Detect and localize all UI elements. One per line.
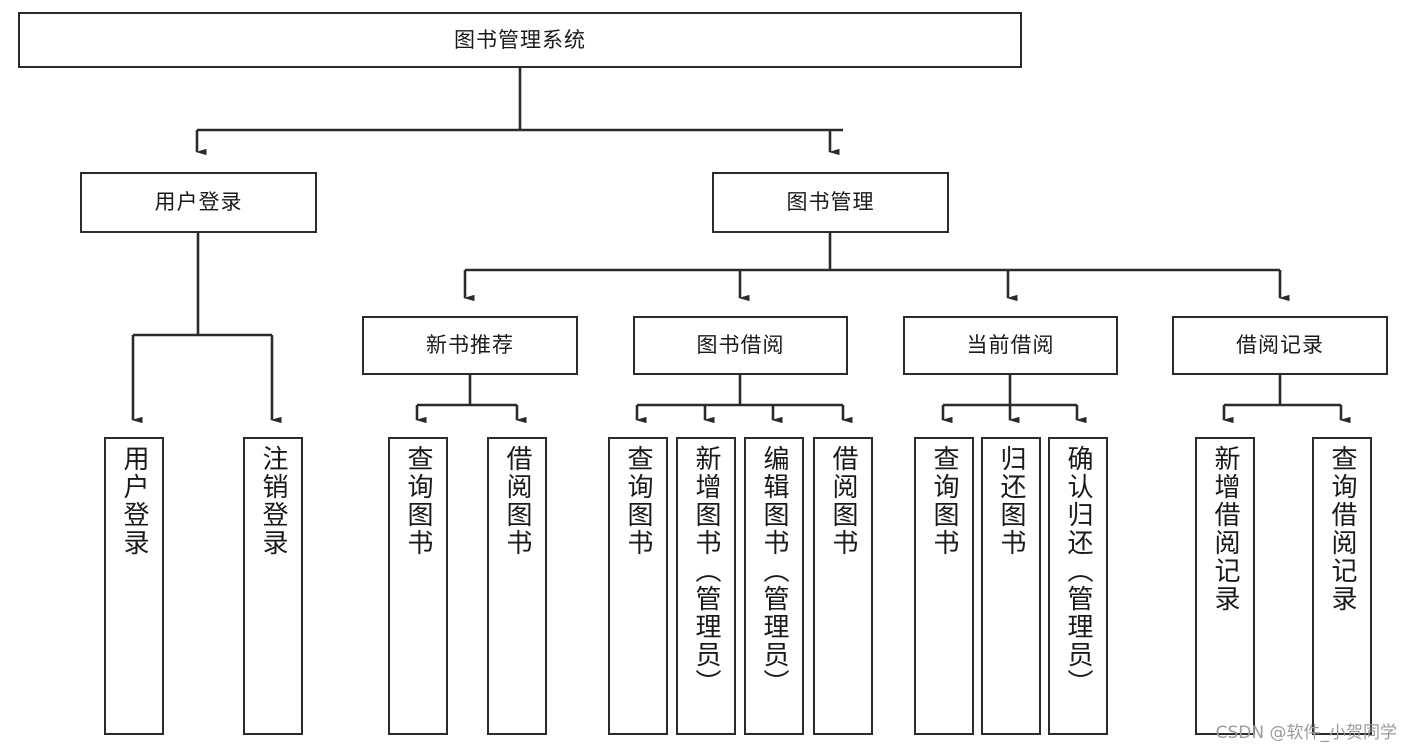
node-label: 借阅记录 xyxy=(1236,333,1324,358)
node-label: 用户登录 xyxy=(119,445,149,557)
node-label: 确认归还（管理员） xyxy=(1063,445,1093,697)
node-label: 新增图书（管理员） xyxy=(691,445,721,697)
leaf-user-login-login[interactable]: 用户登录 xyxy=(104,437,164,735)
node-label: 借阅图书 xyxy=(502,445,532,557)
leaf-current-borrow-confirm-admin[interactable]: 确认归还（管理员） xyxy=(1048,437,1108,735)
node-label: 新增借阅记录 xyxy=(1210,445,1240,613)
node-label: 查询图书 xyxy=(929,445,959,557)
node-label: 新书推荐 xyxy=(426,333,514,358)
leaf-new-book-borrow[interactable]: 借阅图书 xyxy=(487,437,547,735)
node-label: 用户登录 xyxy=(154,190,243,215)
node-book-borrow[interactable]: 图书借阅 xyxy=(633,316,848,375)
leaf-new-book-query[interactable]: 查询图书 xyxy=(388,437,448,735)
node-label: 借阅图书 xyxy=(828,445,858,557)
node-new-book-recommend[interactable]: 新书推荐 xyxy=(362,316,578,375)
node-book-management[interactable]: 图书管理 xyxy=(712,172,949,233)
leaf-borrow-record-query[interactable]: 查询借阅记录 xyxy=(1312,437,1372,735)
node-label: 图书借阅 xyxy=(696,333,785,358)
node-current-borrow[interactable]: 当前借阅 xyxy=(903,316,1118,375)
node-label: 图书管理系统 xyxy=(454,27,586,52)
node-label: 查询图书 xyxy=(403,445,433,557)
node-label: 图书管理 xyxy=(786,190,875,215)
leaf-user-login-logout[interactable]: 注销登录 xyxy=(243,437,303,735)
leaf-book-borrow-add-admin[interactable]: 新增图书（管理员） xyxy=(676,437,736,735)
leaf-borrow-record-add[interactable]: 新增借阅记录 xyxy=(1195,437,1255,735)
node-label: 编辑图书（管理员） xyxy=(759,445,789,697)
node-label: 当前借阅 xyxy=(966,333,1055,358)
leaf-current-borrow-return[interactable]: 归还图书 xyxy=(981,437,1041,735)
leaf-current-borrow-query[interactable]: 查询图书 xyxy=(914,437,974,735)
node-borrow-record[interactable]: 借阅记录 xyxy=(1172,316,1388,375)
leaf-book-borrow-query[interactable]: 查询图书 xyxy=(608,437,668,735)
node-label: 查询借阅记录 xyxy=(1327,445,1357,613)
node-label: 注销登录 xyxy=(258,445,288,557)
node-label: 查询图书 xyxy=(623,445,653,557)
leaf-book-borrow-borrow[interactable]: 借阅图书 xyxy=(813,437,873,735)
leaf-book-borrow-edit-admin[interactable]: 编辑图书（管理员） xyxy=(744,437,804,735)
csdn-watermark: CSDN @软件_小贺同学 xyxy=(1215,723,1397,743)
node-user-login[interactable]: 用户登录 xyxy=(80,172,317,233)
node-root-system[interactable]: 图书管理系统 xyxy=(18,12,1022,68)
node-label: 归还图书 xyxy=(996,445,1026,557)
